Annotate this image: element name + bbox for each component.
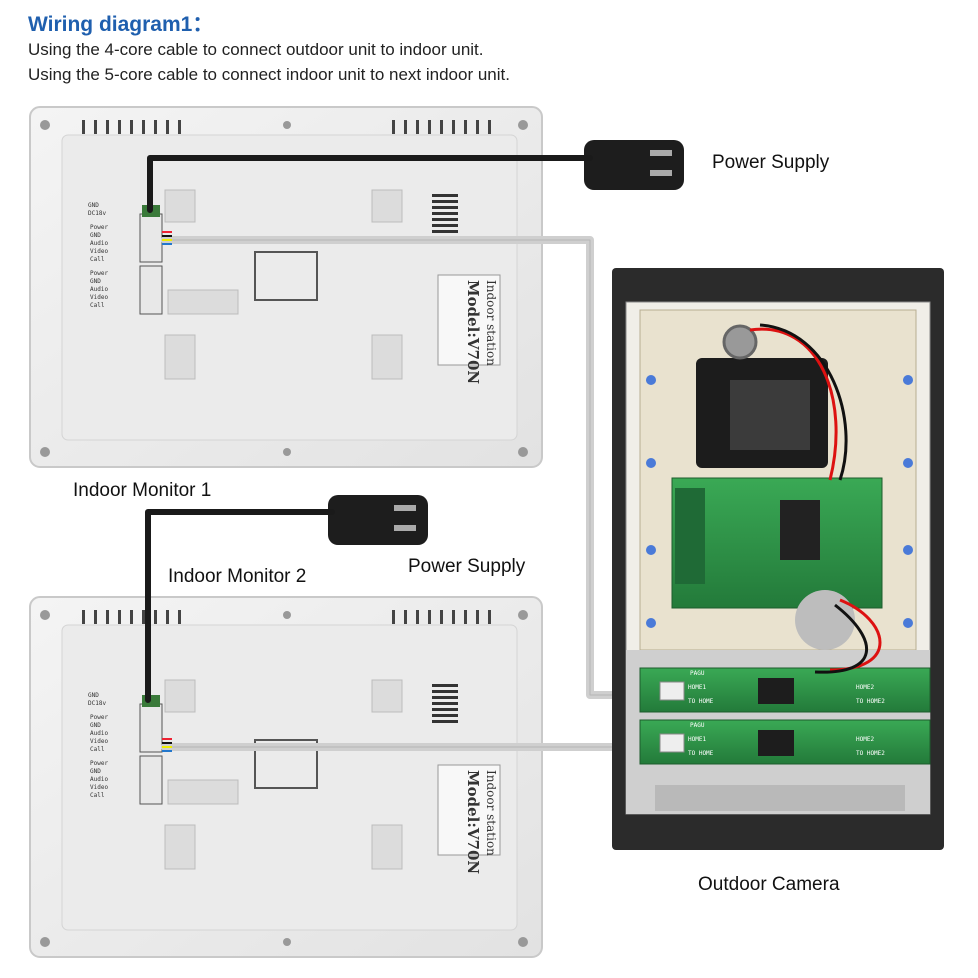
vent-slots-top-left (82, 120, 181, 134)
terminal-label-video-b: Video (90, 784, 109, 791)
terminal-label-audio-b: Audio (90, 286, 109, 293)
wire-colors (162, 231, 172, 752)
terminal-label-gnd-2: GND (90, 722, 101, 729)
terminal-label-dc18v: DC18v (88, 210, 107, 217)
power-adapter-1 (584, 140, 684, 190)
board-label-pagu: PAGU (690, 670, 705, 677)
terminal-label-power: Power (90, 224, 109, 231)
terminal-label-video-b: Video (90, 294, 109, 301)
board-label-to-home: TO HOME (688, 750, 714, 757)
cables (145, 155, 672, 751)
terminal-label-audio-b: Audio (90, 776, 109, 783)
monitor1-plate-model: Model:V70N (464, 280, 482, 385)
board-label-home1: HOME1 (688, 684, 707, 691)
indoor-monitor-1-label: Indoor Monitor 1 (73, 480, 212, 501)
terminal-label-audio: Audio (90, 730, 109, 737)
power-cable-2 (145, 509, 335, 703)
vent-slots-top-right (392, 120, 491, 134)
description-line-1: Using the 4-core cable to connect outdoo… (28, 40, 484, 59)
outdoor-camera-label: Outdoor Camera (698, 874, 840, 895)
vent-grille-right (432, 194, 458, 233)
power-supply-label-1: Power Supply (712, 152, 830, 173)
terminal-label-call: Call (90, 256, 105, 263)
indoor-monitor-2 (29, 596, 543, 958)
terminal-label-dc18v: DC18v (88, 700, 107, 707)
vent-grille-right-2 (432, 684, 458, 723)
power-adapter-2 (328, 495, 428, 545)
terminal-label-video: Video (90, 738, 109, 745)
board-label-to-home2: TO HOME2 (856, 750, 885, 757)
power-supply-label-2: Power Supply (408, 556, 526, 577)
vent-slots-top-right-2 (392, 610, 491, 624)
board-label-home1: HOME1 (688, 736, 707, 743)
terminal-label-power-b: Power (90, 270, 109, 277)
terminal-label-call: Call (90, 746, 105, 753)
board-label-home2: HOME2 (856, 684, 875, 691)
outdoor-camera (612, 268, 944, 850)
board-label-to-home2: TO HOME2 (856, 698, 885, 705)
power-cable-1 (147, 155, 593, 213)
board-label-pagu: PAGU (690, 722, 705, 729)
board-label-home2: HOME2 (856, 736, 875, 743)
terminal-label-video: Video (90, 248, 109, 255)
monitor2-plate-model: Model:V70N (464, 770, 482, 875)
terminal-label-power-b: Power (90, 760, 109, 767)
diagram-title: Wiring diagram1： (28, 13, 214, 36)
terminal-label-call-b: Call (90, 792, 105, 799)
terminal-label-audio: Audio (90, 240, 109, 247)
monitor2-plate-title: Indoor station (484, 770, 498, 856)
monitor1-plate-title: Indoor station (484, 280, 498, 366)
terminal-label-gnd-b: GND (90, 768, 101, 775)
indoor-monitor-1 (29, 106, 543, 468)
terminal-label-call-b: Call (90, 302, 105, 309)
terminal-label-gnd-b: GND (90, 278, 101, 285)
description-line-2: Using the 5-core cable to connect indoor… (28, 65, 510, 84)
terminal-label-gnd: GND (88, 692, 99, 699)
terminal-label-power: Power (90, 714, 109, 721)
vent-slots-top-left-2 (82, 610, 181, 624)
terminal-label-gnd: GND (88, 202, 99, 209)
indoor-monitor-2-label: Indoor Monitor 2 (168, 566, 307, 587)
board-label-to-home: TO HOME (688, 698, 714, 705)
terminal-label-gnd-2: GND (90, 232, 101, 239)
